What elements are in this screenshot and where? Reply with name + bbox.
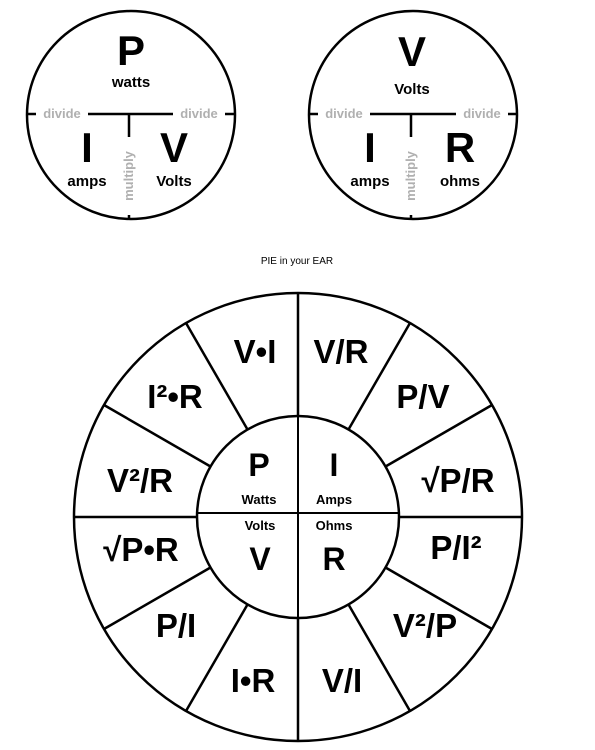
wheel-spoke	[347, 603, 412, 712]
watt-formula-circle: P watts divide divide multiply I amps V …	[25, 9, 237, 221]
watt-left-unit: amps	[67, 173, 106, 190]
watt-right-symbol: V	[160, 124, 188, 171]
formula-p-v2r: V²/R	[107, 462, 173, 499]
volt-left-symbol: I	[364, 124, 376, 171]
watt-stem-label: multiply	[121, 150, 136, 201]
volt-stem-mask	[402, 137, 420, 215]
volt-left-divider-label: divide	[325, 106, 363, 121]
volt-left-divider-mask	[318, 104, 370, 122]
formula-p-vi: V•I	[234, 333, 277, 370]
inner-r-unit: Ohms	[316, 518, 353, 533]
inner-v-symbol: V	[249, 541, 271, 577]
wheel-spoke	[103, 566, 212, 631]
volt-stem-label: multiply	[403, 150, 418, 201]
watt-right-divider-label: divide	[180, 106, 218, 121]
formula-v-pi: P/I	[156, 607, 196, 644]
inner-p-unit: Watts	[242, 492, 277, 507]
inner-p-symbol: P	[248, 447, 269, 483]
formula-p-i2r: I²•R	[147, 378, 203, 415]
inner-v-unit: Volts	[245, 518, 276, 533]
volt-right-unit: ohms	[440, 173, 480, 190]
watt-top-symbol: P	[117, 27, 145, 74]
formula-i-sqrt-pr: √P/R	[421, 462, 494, 499]
inner-i-symbol: I	[330, 447, 339, 483]
volt-left-unit: amps	[350, 173, 389, 190]
volt-right-symbol: R	[445, 124, 475, 171]
volt-top-unit: Volts	[394, 81, 430, 98]
formula-i-pv: P/V	[396, 378, 449, 415]
formula-r-vi: V/I	[322, 662, 362, 699]
wheel-spoke	[384, 566, 493, 631]
watt-stem-mask	[120, 137, 138, 215]
formula-v-ir: I•R	[231, 662, 276, 699]
formula-v-sqrt-pr: √P•R	[103, 531, 179, 568]
watt-left-divider-label: divide	[43, 106, 81, 121]
watt-left-symbol: I	[81, 124, 93, 171]
wheel-spoke	[103, 403, 212, 468]
wheel-spoke	[184, 322, 249, 431]
caption: PIE in your EAR	[261, 256, 333, 267]
wheel-spoke	[384, 403, 493, 468]
inner-r-symbol: R	[322, 541, 345, 577]
volt-top-symbol: V	[398, 28, 426, 75]
ohms-law-wheel: P Watts I Amps Volts V Ohms R V•I V/R P/…	[72, 291, 524, 743]
volt-right-divider-label: divide	[463, 106, 501, 121]
volt-right-divider-mask	[456, 104, 508, 122]
wheel-spoke	[184, 603, 249, 712]
watt-top-unit: watts	[111, 74, 150, 91]
formula-i-vr: V/R	[313, 333, 368, 370]
wheel-spoke	[347, 322, 412, 431]
inner-i-unit: Amps	[316, 492, 352, 507]
volt-formula-circle: V Volts divide divide multiply I amps R …	[307, 9, 519, 221]
watt-right-divider-mask	[173, 104, 225, 122]
watt-right-unit: Volts	[156, 173, 192, 190]
formula-r-pi2: P/I²	[430, 529, 481, 566]
wheel-spokes	[74, 293, 522, 741]
formula-r-v2p: V²/P	[393, 607, 457, 644]
watt-left-divider-mask	[36, 104, 88, 122]
